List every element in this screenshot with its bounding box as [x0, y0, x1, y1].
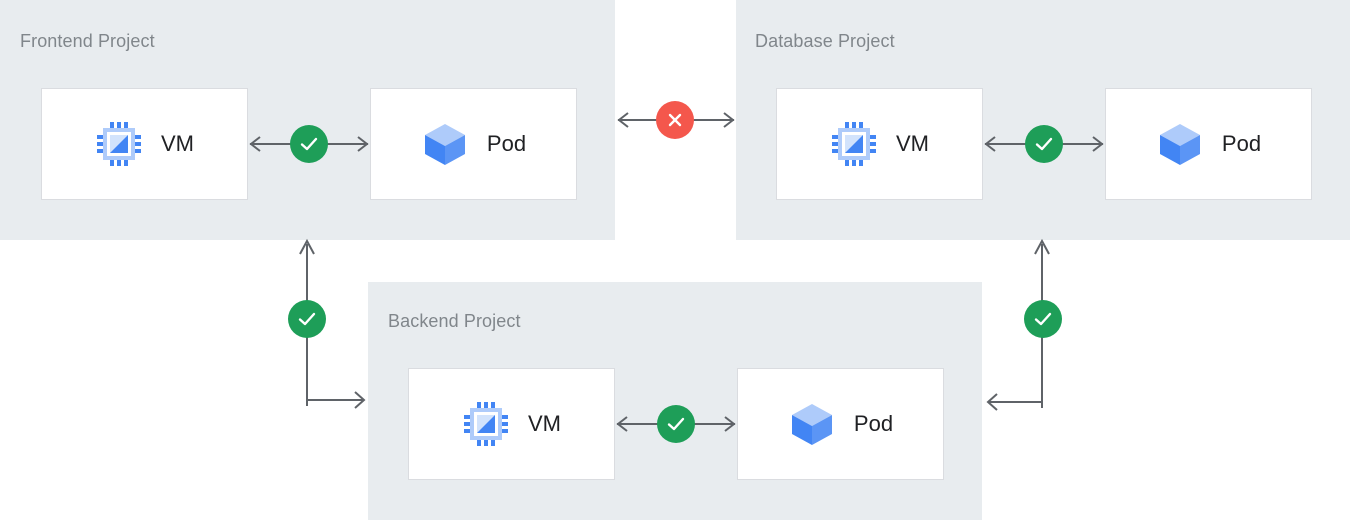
check-icon: [298, 312, 316, 326]
check-icon: [667, 417, 685, 431]
card-backend-vm[interactable]: VM: [408, 368, 615, 480]
card-label: Pod: [853, 411, 894, 436]
card-frontend-pod[interactable]: Pod: [370, 88, 577, 200]
card-label: VM: [528, 411, 561, 436]
x-icon: [668, 113, 682, 127]
pod-cube-icon: [421, 120, 469, 168]
vm-chip-icon: [95, 120, 143, 168]
card-label: Pod: [1221, 131, 1262, 156]
card-database-pod[interactable]: Pod: [1105, 88, 1312, 200]
check-icon: [1035, 137, 1053, 151]
card-label: VM: [896, 131, 929, 156]
card-database-vm[interactable]: VM: [776, 88, 983, 200]
panel-database-title: Database Project: [755, 31, 895, 51]
status-badge-allowed[interactable]: [1025, 125, 1063, 163]
status-badge-allowed[interactable]: [290, 125, 328, 163]
card-frontend-vm[interactable]: VM: [41, 88, 248, 200]
vm-chip-icon: [830, 120, 878, 168]
check-icon: [300, 137, 318, 151]
check-icon: [1034, 312, 1052, 326]
panel-frontend-title: Frontend Project: [20, 31, 155, 51]
status-badge-allowed[interactable]: [657, 405, 695, 443]
panel-backend-title: Backend Project: [388, 311, 521, 331]
status-badge-blocked[interactable]: [656, 101, 694, 139]
status-badge-allowed[interactable]: [288, 300, 326, 338]
status-badge-allowed[interactable]: [1024, 300, 1062, 338]
card-backend-pod[interactable]: Pod: [737, 368, 944, 480]
card-label: VM: [161, 131, 194, 156]
card-label: Pod: [486, 131, 527, 156]
pod-cube-icon: [788, 400, 836, 448]
vm-chip-icon: [462, 400, 510, 448]
pod-cube-icon: [1156, 120, 1204, 168]
